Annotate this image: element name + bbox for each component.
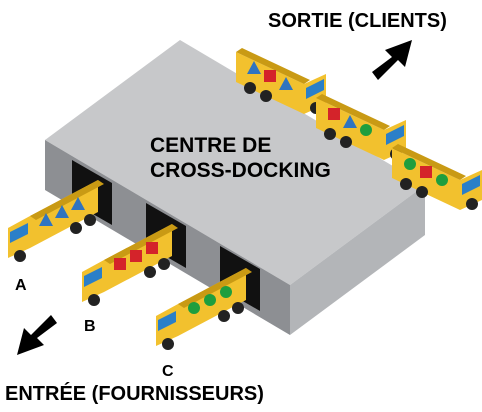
exit-arrow-icon [372,40,412,80]
cargo-triangle [343,115,357,128]
exit-label: SORTIE (CLIENTS) [268,10,447,32]
entrance-label: ENTRÉE (FOURNISSEURS) [5,382,264,405]
cargo-square [264,70,276,82]
outbound-truck-3 [392,144,482,210]
entrance-arrow-icon [17,315,57,355]
cargo-circle [436,174,448,186]
inbound-trucks [8,180,252,350]
truck-cab-window [10,223,28,243]
cargo-circle [404,158,416,170]
cargo-triangle [55,205,69,218]
truck-wheel [466,198,478,210]
truck-cargo-roof [178,268,252,308]
dock-label-b: B [84,318,96,335]
cargo-circle [188,302,200,314]
outbound-trucks [236,48,482,210]
truck-wheel [400,178,412,190]
truck-wheel [84,214,96,226]
truck-cab-window [158,311,176,331]
truck-wheel [14,250,26,262]
truck-wheel [218,310,230,322]
truck-wheel [162,338,174,350]
truck-cab-window [306,79,324,99]
truck-wheel [88,294,100,306]
cargo-triangle [279,77,293,90]
cargo-triangle [247,61,261,74]
truck-cab-window [462,175,480,195]
cargo-triangle [71,197,85,210]
dock-label-a: A [15,277,27,294]
building-side-wall [290,185,425,335]
building-title-line-2: CROSS-DOCKING [150,159,331,182]
truck-wheel [70,222,82,234]
truck-cargo-roof [104,224,178,264]
dock-label-c: C [162,363,174,380]
truck-cargo-roof [30,180,104,220]
cargo-circle [360,124,372,136]
inbound-truck-b [82,224,178,306]
truck-wheel [324,128,336,140]
cargo-circle [204,294,216,306]
cargo-triangle [39,213,53,226]
truck-cab-window [84,267,102,287]
truck-wheel [260,90,272,102]
building-roof [45,40,425,285]
cargo-square [130,250,142,262]
truck-wheel [144,266,156,278]
inbound-truck-a [8,180,104,262]
cargo-square [420,166,432,178]
truck-cargo-roof [392,144,466,180]
truck-cargo-roof [236,48,310,84]
cargo-square [328,108,340,120]
truck-wheel [340,136,352,148]
truck-cab-window [386,125,404,145]
truck-wheel [416,186,428,198]
cargo-circle [220,286,232,298]
inbound-truck-c [156,268,252,350]
building-title-line-1: CENTRE DE [150,134,271,157]
cargo-square [146,242,158,254]
truck-cargo-roof [316,94,390,130]
truck-wheel [244,82,256,94]
truck-wheel [232,302,244,314]
truck-wheel [158,258,170,270]
cargo-square [114,258,126,270]
